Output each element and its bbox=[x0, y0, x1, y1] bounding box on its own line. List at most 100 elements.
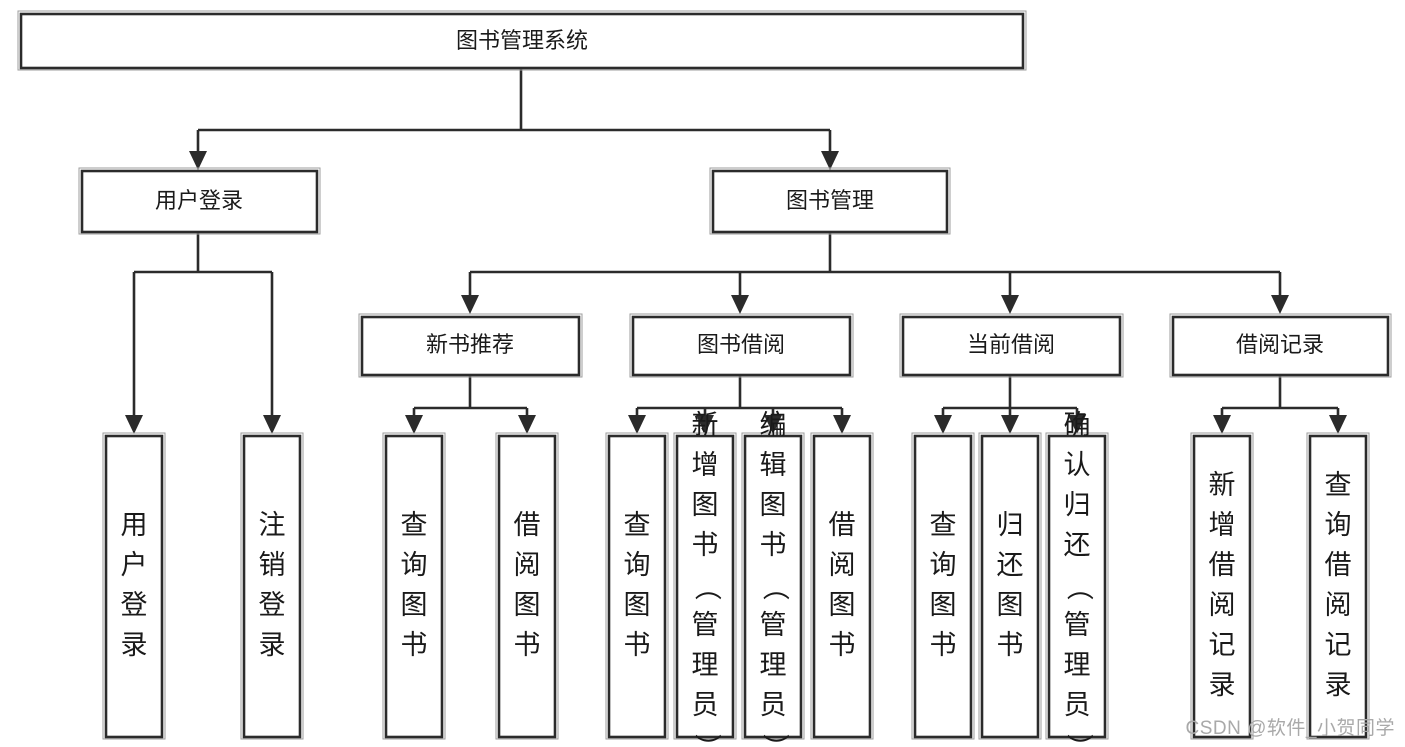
vertical-label-char: 书 bbox=[997, 630, 1024, 660]
edge-booklogin-to-leaves bbox=[125, 232, 281, 434]
vertical-label-char: ） bbox=[760, 734, 790, 747]
arrow-icon bbox=[1271, 295, 1289, 314]
node-borrow-record[interactable]: 借阅记录 bbox=[1169, 313, 1392, 378]
vertical-label-char: 户 bbox=[121, 550, 148, 580]
edge-bookborrow-to-leaves bbox=[628, 375, 851, 434]
arrow-icon bbox=[1001, 295, 1019, 314]
vertical-label-char: 图 bbox=[624, 590, 651, 620]
node-book-borrow[interactable]: 图书借阅 bbox=[629, 313, 854, 378]
arrow-icon bbox=[518, 415, 536, 434]
vertical-label-char: 阅 bbox=[829, 550, 856, 580]
vertical-label-char: 编 bbox=[760, 410, 787, 440]
arrow-icon bbox=[1001, 415, 1019, 434]
vertical-label-char: 归 bbox=[1064, 490, 1091, 520]
vertical-label-char: 认 bbox=[1064, 450, 1091, 480]
node-leaf-user-login[interactable]: 用户登录 bbox=[102, 432, 166, 740]
node-book-manage[interactable]: 图书管理 bbox=[709, 167, 951, 235]
vertical-label-char: 录 bbox=[121, 630, 148, 660]
node-current-borrow-label: 当前借阅 bbox=[967, 332, 1055, 357]
arrow-icon bbox=[461, 295, 479, 314]
vertical-label-char: 管 bbox=[1064, 610, 1091, 640]
vertical-label-char: 阅 bbox=[1325, 590, 1352, 620]
csdn-watermark: CSDN @软件_小贺同学 bbox=[1185, 718, 1395, 739]
vertical-label-char: 还 bbox=[1064, 530, 1091, 560]
vertical-label-char: 管 bbox=[760, 610, 787, 640]
vertical-label-char: 录 bbox=[1325, 670, 1352, 700]
vertical-label-char: 确 bbox=[1064, 410, 1091, 440]
arrow-icon bbox=[1329, 415, 1347, 434]
node-root[interactable]: 图书管理系统 bbox=[17, 10, 1027, 71]
vertical-label-char: 询 bbox=[401, 550, 428, 580]
node-user-login-label: 用户登录 bbox=[155, 188, 243, 213]
vertical-label-char: 借 bbox=[1325, 550, 1352, 580]
vertical-label-char: 询 bbox=[930, 550, 957, 580]
edge-bookmanage-to-level3 bbox=[461, 232, 1289, 314]
vertical-label-char: 书 bbox=[760, 530, 787, 560]
vertical-label-char: 理 bbox=[1064, 650, 1091, 680]
vertical-label-char: 图 bbox=[692, 490, 719, 520]
vertical-label-char: 记 bbox=[1209, 630, 1236, 660]
vertical-label-char: 管 bbox=[692, 610, 719, 640]
arrow-icon bbox=[1213, 415, 1231, 434]
vertical-label-char: 图 bbox=[829, 590, 856, 620]
vertical-label-char: 图 bbox=[401, 590, 428, 620]
vertical-label-char: 辑 bbox=[760, 450, 787, 480]
node-user-login[interactable]: 用户登录 bbox=[78, 167, 321, 235]
vertical-label-char: 图 bbox=[997, 590, 1024, 620]
arrow-icon bbox=[125, 415, 143, 434]
node-book-manage-label: 图书管理 bbox=[786, 188, 874, 213]
vertical-label-char: 归 bbox=[997, 510, 1024, 540]
vertical-label-char: 录 bbox=[259, 630, 286, 660]
arrow-icon bbox=[263, 415, 281, 434]
vertical-label-char: 查 bbox=[401, 510, 428, 540]
vertical-label-char: 查 bbox=[1325, 470, 1352, 500]
vertical-label-char: 图 bbox=[760, 490, 787, 520]
vertical-label-char: 书 bbox=[829, 630, 856, 660]
vertical-label-char: 书 bbox=[401, 630, 428, 660]
vertical-label-char: 询 bbox=[624, 550, 651, 580]
vertical-label-char: （ bbox=[1064, 574, 1094, 601]
vertical-label-char: 查 bbox=[930, 510, 957, 540]
vertical-label-char: ） bbox=[1064, 734, 1094, 747]
vertical-label-char: 登 bbox=[259, 590, 286, 620]
vertical-label-char: 增 bbox=[692, 450, 719, 480]
vertical-label-char: 借 bbox=[514, 510, 541, 540]
arrow-icon bbox=[405, 415, 423, 434]
vertical-label-char: 图 bbox=[514, 590, 541, 620]
arrow-icon bbox=[934, 415, 952, 434]
arrow-icon bbox=[821, 151, 839, 170]
vertical-label-char: 书 bbox=[514, 630, 541, 660]
arrow-icon bbox=[833, 415, 851, 434]
vertical-label-char: 询 bbox=[1325, 510, 1352, 540]
vertical-label-char: 查 bbox=[624, 510, 651, 540]
node-current-borrow[interactable]: 当前借阅 bbox=[899, 313, 1124, 378]
vertical-label-char: 员 bbox=[760, 690, 787, 720]
vertical-label-char: （ bbox=[760, 574, 790, 601]
vertical-label-char: 还 bbox=[997, 550, 1024, 580]
vertical-label-char: 销 bbox=[259, 550, 286, 580]
vertical-label-char: 理 bbox=[692, 650, 719, 680]
node-new-book-recommend[interactable]: 新书推荐 bbox=[358, 313, 583, 378]
vertical-label-char: 借 bbox=[829, 510, 856, 540]
vertical-label-char: 新 bbox=[692, 410, 719, 440]
